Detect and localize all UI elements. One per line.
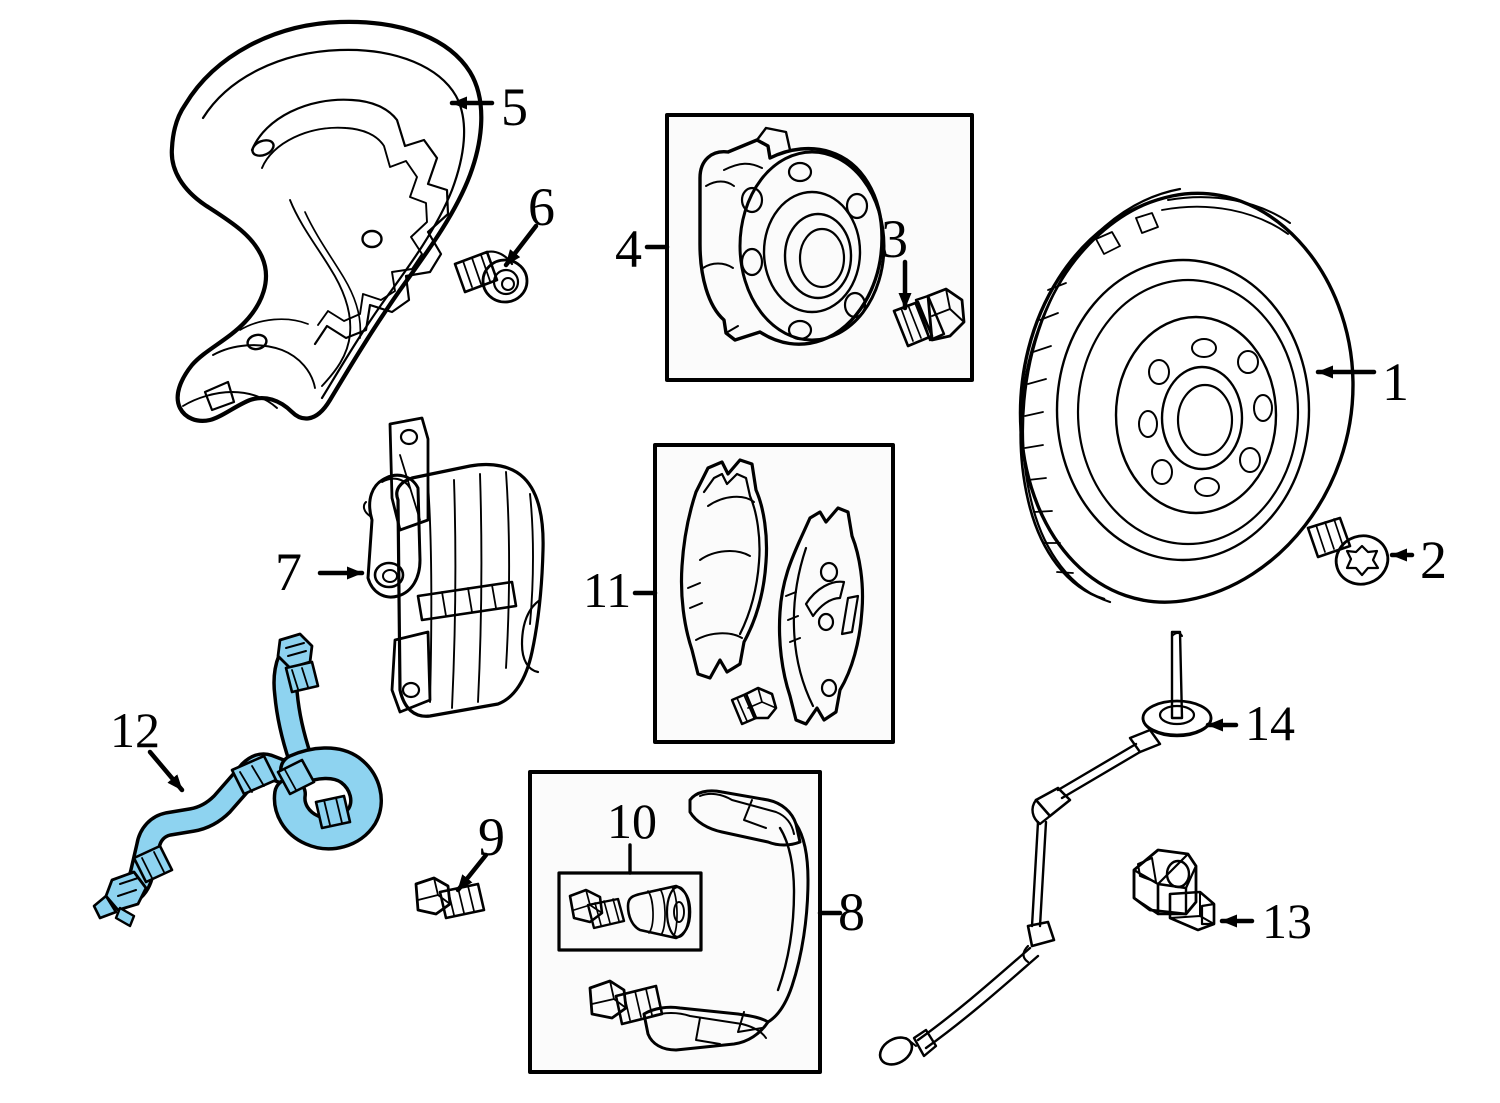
part-8-caliper-mounting-bracket <box>642 789 810 1052</box>
callout-leaders <box>147 96 1415 928</box>
group-box-caliper-bracket <box>528 770 822 1074</box>
callout-label-9: 9 <box>478 807 505 867</box>
callout-label-10: 10 <box>607 793 657 849</box>
callout-label-1: 1 <box>1382 352 1409 412</box>
part-10-guide-pin-and-bushing <box>568 884 692 940</box>
part-2-rotor-torx-screw <box>1306 516 1390 586</box>
part-14-abs-wheel-speed-sensor <box>878 630 1213 1066</box>
callout-label-7: 7 <box>275 542 302 602</box>
callout-label-12: 12 <box>110 702 160 758</box>
part-6-splash-shield-screw <box>453 250 529 304</box>
part-5-splash-shield <box>169 19 484 423</box>
group-box-guide-pin-kit <box>557 871 703 952</box>
part-4-wheel-hub-assembly <box>698 126 886 346</box>
callout-label-4: 4 <box>615 219 642 279</box>
callout-label-14: 14 <box>1245 695 1295 751</box>
callout-label-2: 2 <box>1420 530 1447 590</box>
callout-label-6: 6 <box>528 177 555 237</box>
part-13-abs-sensor-bracket <box>1132 848 1216 932</box>
callout-label-3: 3 <box>881 209 908 269</box>
part-12-brake-hydraulic-hose <box>92 632 383 928</box>
part-7-brake-caliper <box>362 416 545 718</box>
callout-label-5: 5 <box>501 77 528 137</box>
part-9-caliper-bracket-bolt <box>414 876 486 920</box>
callout-label-11: 11 <box>583 562 632 618</box>
callout-label-8: 8 <box>838 882 865 942</box>
part-1-brake-rotor <box>1018 187 1355 604</box>
part-11-brake-pad-set <box>679 458 865 726</box>
callout-label-13: 13 <box>1262 893 1312 949</box>
part-9-caliper-bracket-bolt-second <box>588 979 664 1026</box>
